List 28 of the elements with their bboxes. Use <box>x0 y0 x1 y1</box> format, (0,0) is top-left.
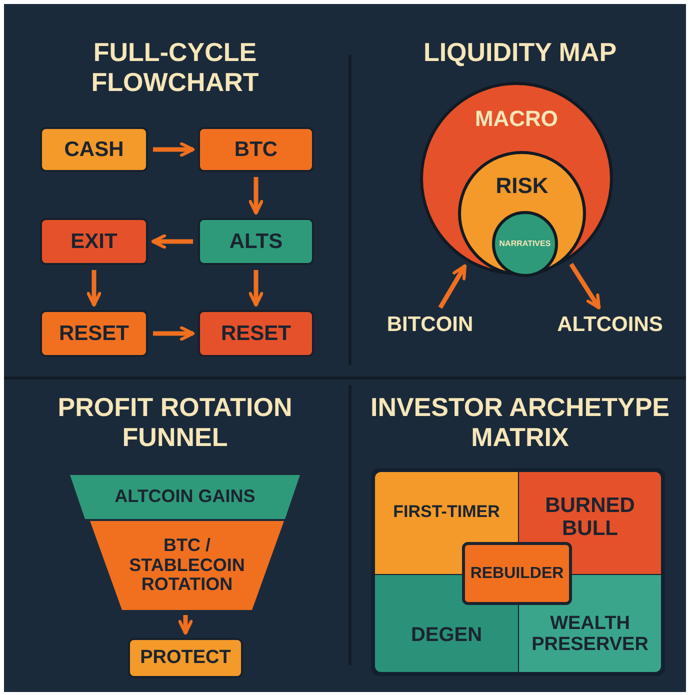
section-title: LIQUIDITY MAP <box>422 38 618 68</box>
liquidity-circle: RISK NARRATIVES <box>458 151 586 276</box>
arrow <box>153 142 195 157</box>
arrow <box>248 270 264 307</box>
section-title: PROFIT ROTATION FUNNEL <box>56 393 294 453</box>
process-box: EXIT <box>40 218 148 265</box>
arrow <box>178 615 193 635</box>
arrow <box>248 177 264 215</box>
arrow <box>151 234 193 249</box>
node-label: BITCOIN <box>380 312 480 338</box>
process-box: BTC <box>198 127 314 172</box>
liquidity-circle: NARRATIVES <box>492 211 558 277</box>
arrow <box>438 264 467 309</box>
process-box: ALTS <box>198 218 314 265</box>
process-box: RESET <box>40 310 148 357</box>
section-title: FULL-CYCLE FLOWCHART <box>90 38 260 98</box>
arrow <box>86 270 102 307</box>
process-box: PROTECT <box>128 638 243 678</box>
funnel-band: ALTCOIN GAINS <box>70 475 300 519</box>
arrow <box>569 262 601 310</box>
matrix-center-box: REBUILDER <box>462 542 572 605</box>
funnel-band: BTC / STABLECOIN ROTATION <box>90 521 284 610</box>
process-box: CASH <box>40 127 148 172</box>
process-box: RESET <box>198 310 314 357</box>
section-title: INVESTOR ARCHETYPE MATRIX <box>369 393 671 453</box>
arrow <box>153 326 195 341</box>
node-label: ALTCOINS <box>550 312 670 338</box>
liquidity-circle: MACRO RISK NARRATIVES <box>420 82 613 275</box>
